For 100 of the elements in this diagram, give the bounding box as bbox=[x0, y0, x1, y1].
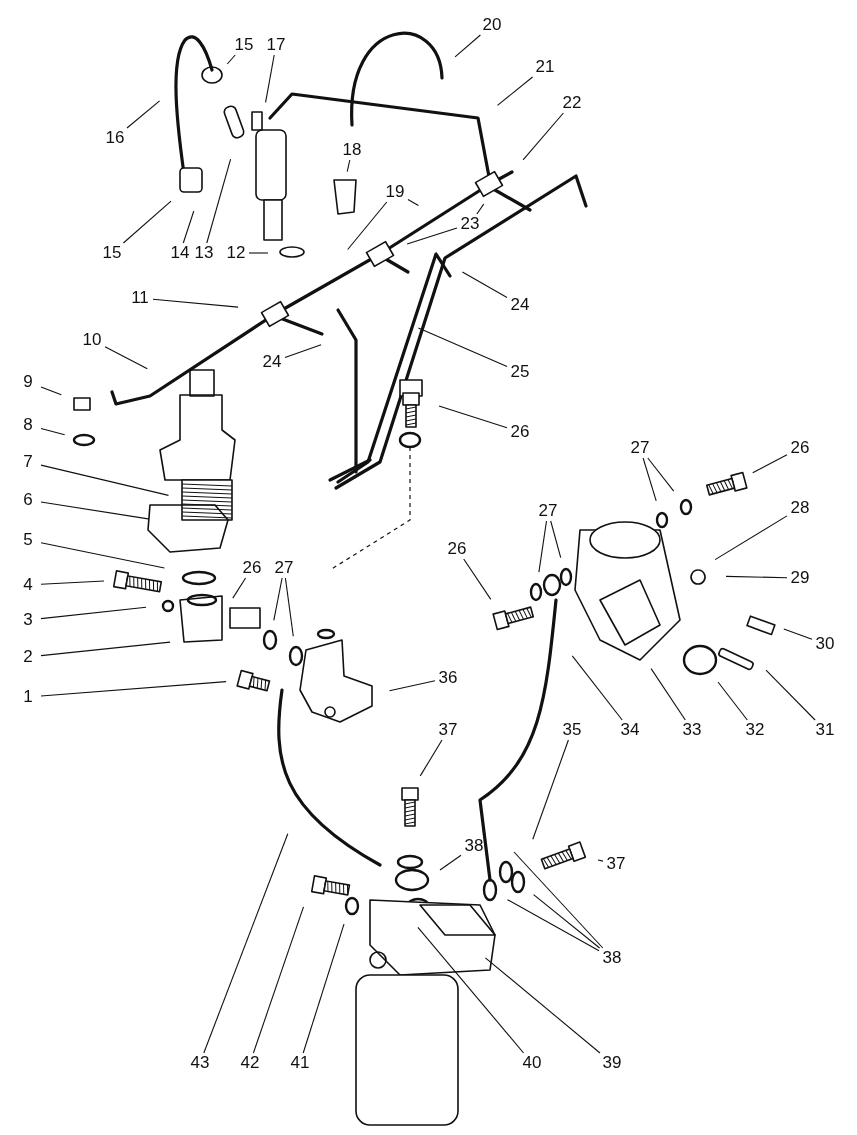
callout-number: 6 bbox=[15, 490, 41, 510]
callout-number: 32 bbox=[742, 720, 768, 740]
callout-number: 30 bbox=[812, 634, 838, 654]
callout-number: 31 bbox=[812, 720, 838, 740]
leader-line bbox=[252, 906, 305, 1054]
callout-number: 4 bbox=[15, 575, 41, 595]
callout-number: 7 bbox=[15, 452, 41, 472]
leader-line bbox=[417, 926, 525, 1054]
callout-number: 43 bbox=[187, 1053, 213, 1073]
leader-line bbox=[538, 520, 548, 573]
callout-number: 26 bbox=[444, 539, 470, 559]
leader-line bbox=[419, 739, 443, 777]
leader-line bbox=[717, 681, 748, 721]
callout-number: 24 bbox=[507, 295, 533, 315]
callout-number: 17 bbox=[263, 35, 289, 55]
callout-number: 29 bbox=[787, 568, 813, 588]
callout-number: 27 bbox=[535, 501, 561, 521]
callout-number: 33 bbox=[679, 720, 705, 740]
leader-line bbox=[484, 957, 601, 1054]
callout-number: 12 bbox=[223, 243, 249, 263]
callout-number: 16 bbox=[102, 128, 128, 148]
callout-number: 15 bbox=[231, 35, 257, 55]
leader-line bbox=[522, 112, 564, 161]
callout-number: 1 bbox=[15, 687, 41, 707]
callout-number: 13 bbox=[191, 243, 217, 263]
callout-number: 14 bbox=[167, 243, 193, 263]
leader-line bbox=[40, 580, 105, 585]
leader-line bbox=[40, 641, 171, 657]
callout-number: 23 bbox=[457, 214, 483, 234]
leader-line bbox=[152, 298, 239, 308]
leader-line bbox=[122, 200, 172, 244]
leader-line bbox=[284, 577, 294, 637]
callout-number: 26 bbox=[239, 558, 265, 578]
leader-line bbox=[597, 859, 604, 862]
callout-number: 26 bbox=[787, 438, 813, 458]
leader-line bbox=[438, 405, 508, 429]
leader-line bbox=[346, 159, 351, 173]
leader-line bbox=[407, 198, 419, 207]
leader-line bbox=[647, 457, 675, 492]
callout-number: 2 bbox=[15, 647, 41, 667]
leader-line bbox=[273, 577, 283, 621]
leader-line bbox=[532, 739, 569, 840]
leader-line bbox=[571, 655, 623, 721]
leader-line bbox=[533, 894, 601, 949]
leader-line bbox=[725, 575, 788, 579]
callout-number: 26 bbox=[507, 422, 533, 442]
leader-line bbox=[40, 386, 62, 396]
callout-number: 27 bbox=[271, 558, 297, 578]
callout-number: 27 bbox=[627, 438, 653, 458]
leader-line bbox=[40, 427, 66, 436]
callout-number: 35 bbox=[559, 720, 585, 740]
leader-line bbox=[302, 923, 345, 1054]
leader-line bbox=[439, 854, 462, 871]
callout-number: 18 bbox=[339, 140, 365, 160]
callout-number: 11 bbox=[127, 288, 153, 308]
leader-line bbox=[765, 669, 816, 721]
callout-number: 21 bbox=[532, 57, 558, 77]
callout-number: 5 bbox=[15, 530, 41, 550]
leader-line bbox=[454, 34, 481, 58]
leader-line bbox=[642, 457, 657, 502]
callout-number: 41 bbox=[287, 1053, 313, 1073]
callout-number: 25 bbox=[507, 362, 533, 382]
leader-line bbox=[714, 515, 788, 561]
callout-number: 36 bbox=[435, 668, 461, 688]
leader-line bbox=[347, 201, 388, 251]
leader-line bbox=[388, 680, 436, 692]
leader-line bbox=[417, 327, 508, 367]
callout-number: 10 bbox=[79, 330, 105, 350]
leader-line bbox=[550, 520, 562, 559]
callout-number: 8 bbox=[15, 415, 41, 435]
leader-line bbox=[104, 346, 148, 370]
leader-line bbox=[461, 271, 508, 299]
leader-line bbox=[126, 100, 161, 129]
callout-number: 20 bbox=[479, 15, 505, 35]
callout-number: 24 bbox=[259, 352, 285, 372]
callout-number: 37 bbox=[435, 720, 461, 740]
leader-line bbox=[506, 899, 600, 952]
callout-number: 40 bbox=[519, 1053, 545, 1073]
leader-line bbox=[783, 628, 813, 640]
callout-number: 15 bbox=[99, 243, 125, 263]
leader-line bbox=[463, 558, 492, 600]
leader-line bbox=[40, 542, 165, 569]
callout-number: 38 bbox=[599, 948, 625, 968]
leader-line bbox=[226, 54, 236, 65]
leader-line bbox=[206, 158, 232, 244]
callout-number: 42 bbox=[237, 1053, 263, 1073]
leader-line bbox=[752, 454, 788, 474]
callout-number: 28 bbox=[787, 498, 813, 518]
leader-line bbox=[40, 606, 147, 620]
leader-line bbox=[650, 668, 686, 721]
callout-number: 38 bbox=[461, 836, 487, 856]
callout-number: 22 bbox=[559, 93, 585, 113]
leader-line bbox=[513, 851, 604, 949]
callout-number: 34 bbox=[617, 720, 643, 740]
callout-number: 39 bbox=[599, 1053, 625, 1073]
leader-line bbox=[40, 464, 170, 496]
leader-line bbox=[203, 833, 289, 1054]
callout-number: 37 bbox=[603, 854, 629, 874]
leader-line bbox=[265, 54, 275, 103]
leader-line bbox=[182, 210, 195, 244]
